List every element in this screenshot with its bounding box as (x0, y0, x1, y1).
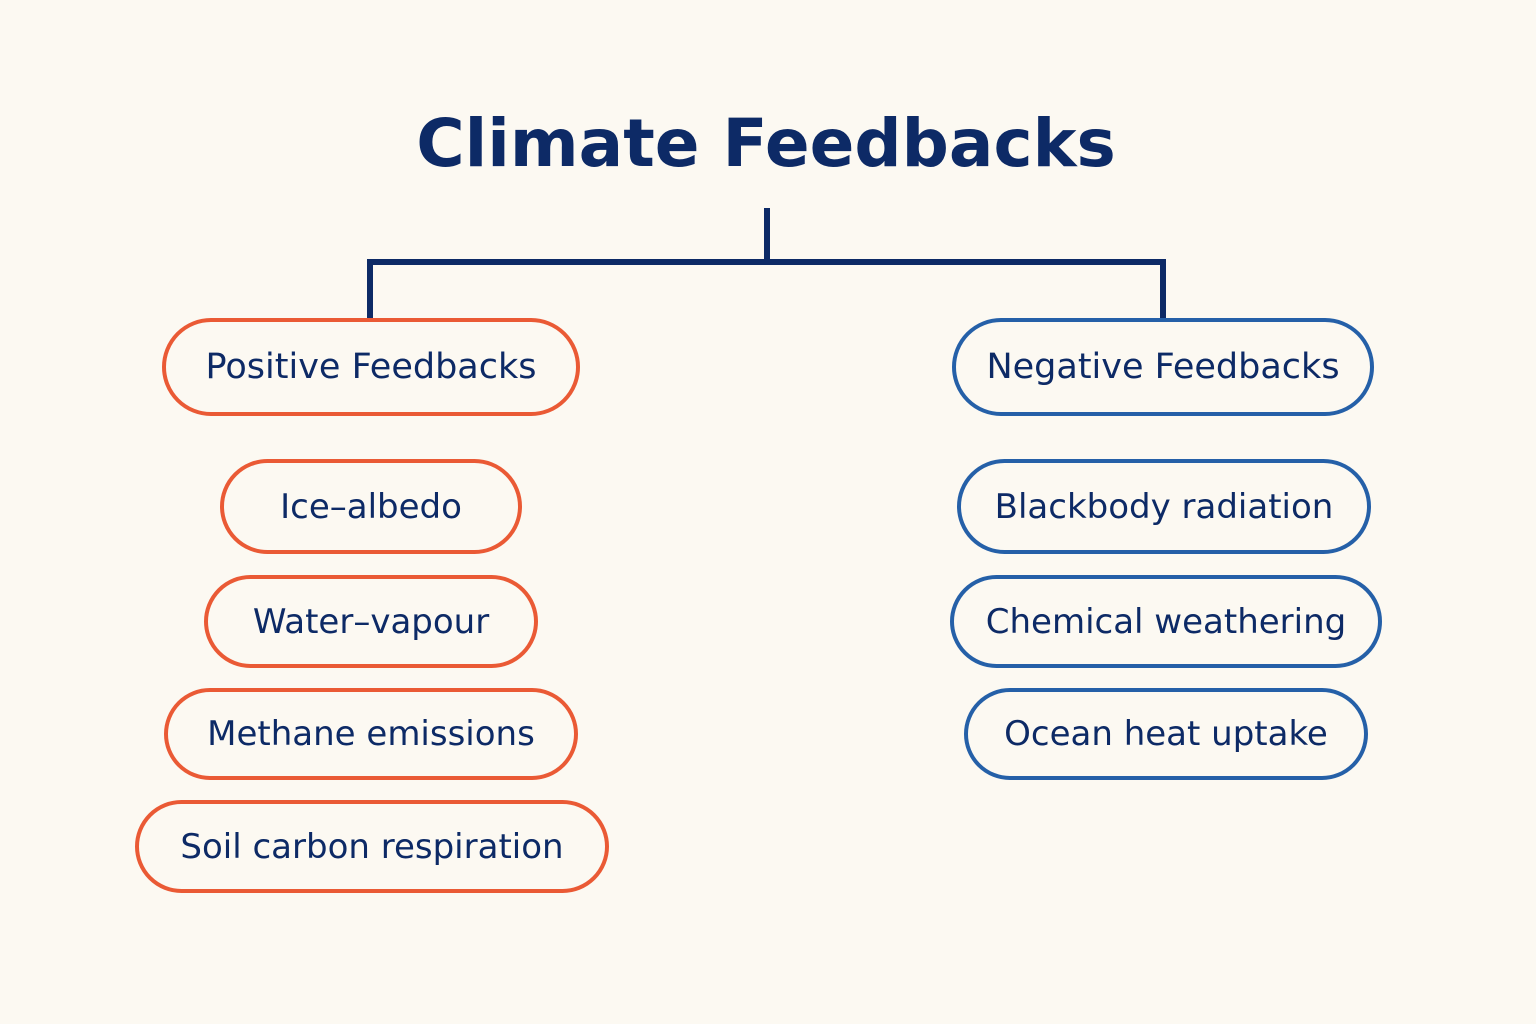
positive-item-label: Ice–albedo (280, 486, 462, 527)
negative-item-chemical-weathering: Chemical weathering (950, 575, 1382, 668)
negative-heading-label: Negative Feedbacks (986, 347, 1340, 387)
negative-item-label: Blackbody radiation (994, 486, 1334, 527)
negative-item-ocean-heat-uptake: Ocean heat uptake (964, 688, 1368, 780)
positive-item-water-vapour: Water–vapour (204, 575, 538, 668)
positive-item-label: Methane emissions (207, 714, 535, 754)
negative-item-blackbody-radiation: Blackbody radiation (957, 459, 1371, 554)
positive-heading-label: Positive Feedbacks (205, 347, 537, 387)
positive-item-methane-emissions: Methane emissions (164, 688, 578, 780)
negative-item-label: Chemical weathering (985, 601, 1347, 642)
positive-item-ice-albedo: Ice–albedo (220, 459, 522, 554)
negative-feedbacks-heading: Negative Feedbacks (952, 318, 1374, 416)
diagram-title: Climate Feedbacks (416, 105, 1116, 182)
positive-item-label: Soil carbon respiration (180, 826, 564, 867)
positive-item-label: Water–vapour (252, 601, 490, 642)
positive-feedbacks-heading: Positive Feedbacks (162, 318, 580, 416)
positive-item-soil-carbon-respiration: Soil carbon respiration (135, 800, 609, 893)
negative-item-label: Ocean heat uptake (1004, 714, 1328, 754)
